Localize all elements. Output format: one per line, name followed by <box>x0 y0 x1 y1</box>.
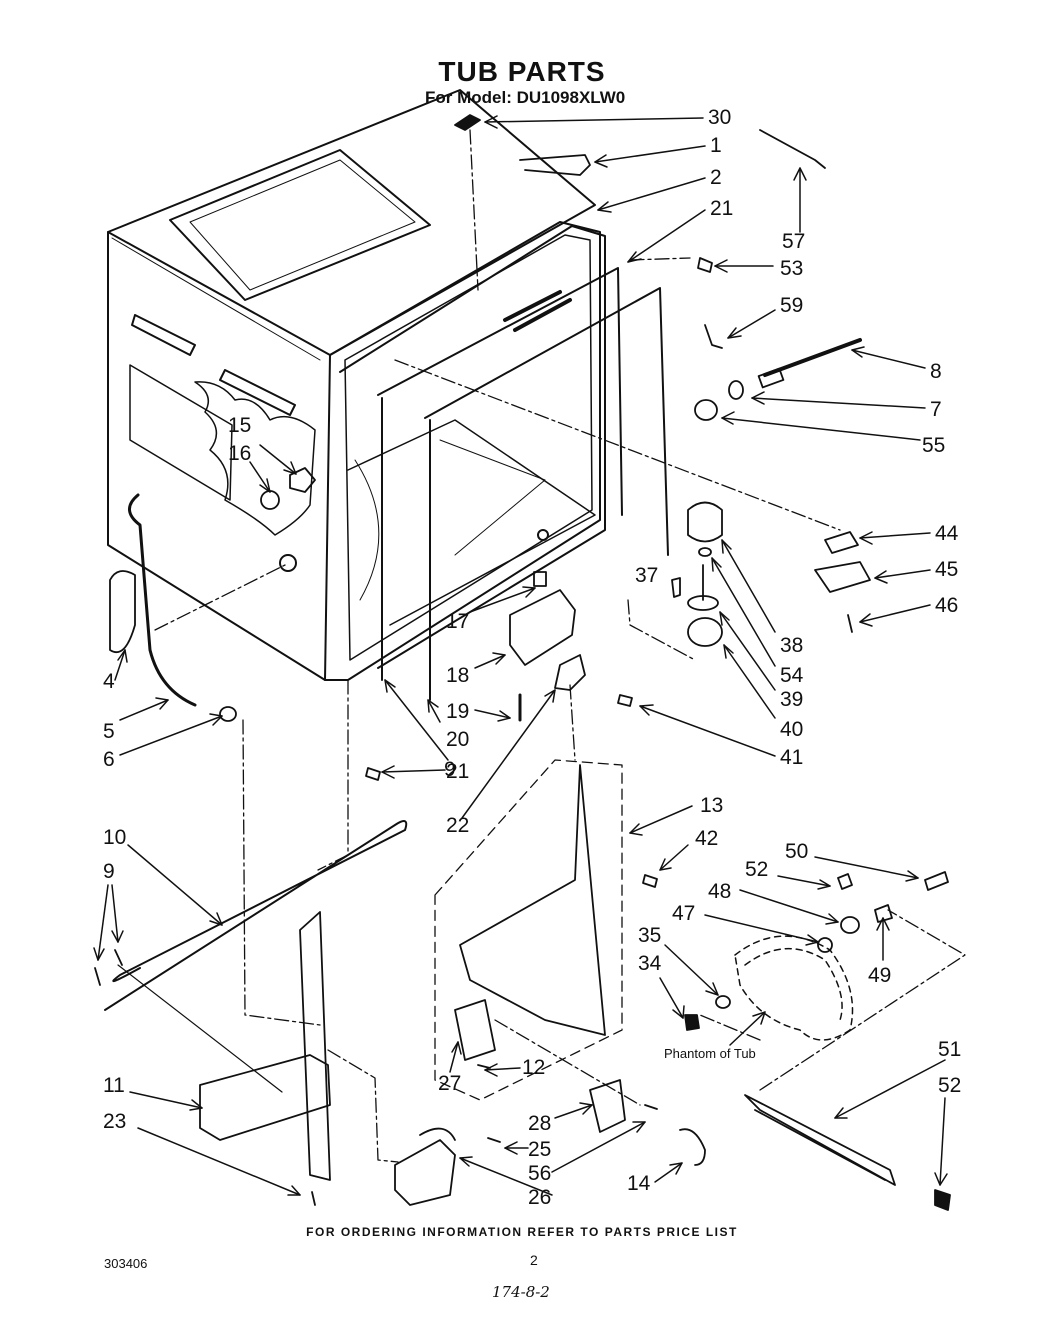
handwritten-note: 174-8-2 <box>492 1283 550 1301</box>
callout-19: 19 <box>446 700 469 723</box>
callout-40: 40 <box>780 718 803 741</box>
callout-59: 59 <box>780 294 803 317</box>
callout-41: 41 <box>780 746 803 769</box>
callout-26: 26 <box>528 1186 551 1209</box>
phantom-label: Phantom of Tub <box>664 1046 756 1061</box>
phantom-tub <box>734 935 854 1041</box>
doc-number: 303406 <box>104 1256 148 1271</box>
callout-5: 5 <box>103 720 115 743</box>
callout-4: 4 <box>103 670 115 693</box>
callout-57: 57 <box>782 230 805 253</box>
callout-52-lower: 52 <box>938 1074 961 1097</box>
callout-45: 45 <box>935 558 958 581</box>
callout-49: 49 <box>868 964 891 987</box>
callout-37: 37 <box>635 564 658 587</box>
callout-20: 20 <box>446 728 469 751</box>
callout-55: 55 <box>922 434 945 457</box>
tub-body <box>107 89 601 681</box>
callout-47: 47 <box>672 902 695 925</box>
callout-38: 38 <box>780 634 803 657</box>
callout-22: 22 <box>446 814 469 837</box>
callout-23: 23 <box>103 1110 126 1133</box>
page-title: TUB PARTS <box>438 56 606 87</box>
callout-51: 51 <box>938 1038 961 1061</box>
callout-27: 27 <box>438 1072 461 1095</box>
callout-10: 10 <box>103 826 126 849</box>
callout-labels: 30 1 2 21 53 57 59 8 7 55 15 16 44 45 46… <box>103 106 961 1209</box>
callout-13: 13 <box>700 794 723 817</box>
callout-44: 44 <box>935 522 959 545</box>
callout-30: 30 <box>708 106 731 129</box>
callout-18: 18 <box>446 664 469 687</box>
callout-1: 1 <box>710 134 722 157</box>
callout-25: 25 <box>528 1138 551 1161</box>
callout-21: 21 <box>710 197 733 220</box>
callout-54: 54 <box>780 664 804 687</box>
callout-8: 8 <box>930 360 942 383</box>
callout-6: 6 <box>103 748 115 771</box>
ordering-footer: FOR ORDERING INFORMATION REFER TO PARTS … <box>306 1225 738 1239</box>
small-parts <box>94 114 951 1211</box>
callout-12: 12 <box>522 1056 545 1079</box>
callout-52: 52 <box>745 858 768 881</box>
callout-50: 50 <box>785 840 808 863</box>
callout-39: 39 <box>780 688 803 711</box>
callout-11: 11 <box>103 1074 125 1097</box>
callout-53: 53 <box>780 257 803 280</box>
callout-46: 46 <box>935 594 958 617</box>
assembly-lines <box>154 129 966 1163</box>
callout-28: 28 <box>528 1112 551 1135</box>
gaskets <box>339 225 669 701</box>
callout-15: 15 <box>228 414 251 437</box>
callout-42: 42 <box>695 827 718 850</box>
callout-9-upper: 9 <box>444 758 456 781</box>
callout-34: 34 <box>638 952 662 975</box>
callout-2: 2 <box>710 166 722 189</box>
callout-17: 17 <box>446 610 469 633</box>
callout-56: 56 <box>528 1162 551 1185</box>
callout-16: 16 <box>228 442 251 465</box>
callout-21-lower: 21 <box>446 760 469 783</box>
leader-lines <box>93 115 948 1196</box>
callout-35: 35 <box>638 924 661 947</box>
page-number: 2 <box>530 1252 538 1268</box>
callout-7: 7 <box>930 398 942 421</box>
callout-14: 14 <box>627 1172 651 1195</box>
callout-9: 9 <box>103 860 115 883</box>
callout-48: 48 <box>708 880 731 903</box>
